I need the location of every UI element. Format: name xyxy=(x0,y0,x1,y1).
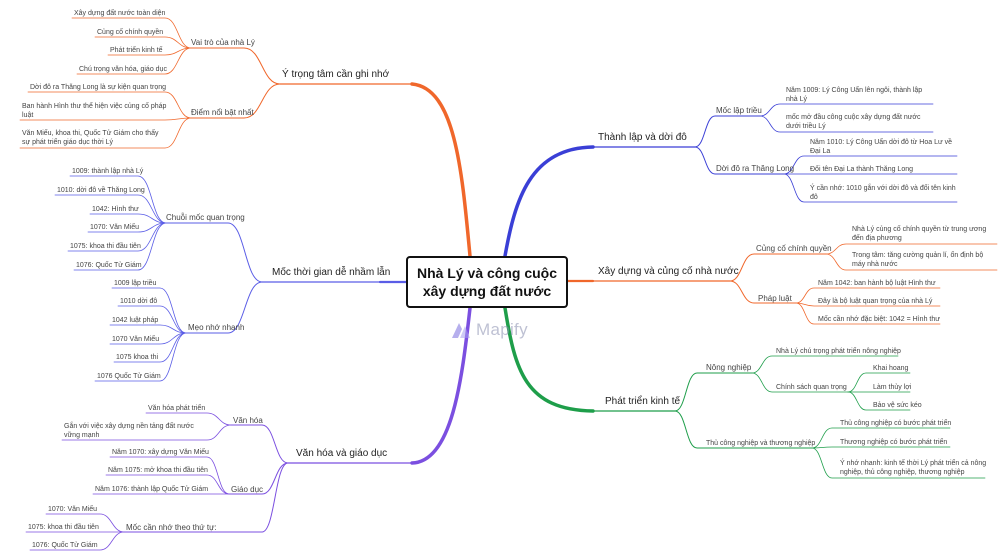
central-topic-line-2: xây dựng đất nước xyxy=(422,283,552,299)
leaf-label[interactable]: Năm 1076: thành lập Quốc Tử Giám xyxy=(95,486,209,493)
leaf-label[interactable]: Năm 1075: mở khoa thi đầu tiên xyxy=(108,467,208,474)
leaf-label[interactable]: 1070 Văn Miếu xyxy=(112,336,160,343)
leaf-label[interactable]: 1042: Hình thư xyxy=(92,206,139,213)
branch-label-founding-capital[interactable]: Thành lập và dời đô xyxy=(598,132,687,143)
mapify-watermark: Mapify xyxy=(450,320,528,340)
leaf-label[interactable]: Xây dựng đất nước toàn diện xyxy=(74,10,166,17)
subtopic-label[interactable]: Củng cố chính quyền xyxy=(756,244,832,253)
central-topic-line-1: Nhà Lý và công cuộc xyxy=(416,265,558,281)
subtopic-label[interactable]: Dời đô ra Thăng Long xyxy=(716,164,795,173)
mapify-logo-icon xyxy=(452,323,470,338)
branch-label-state-building[interactable]: Xây dựng và củng cố nhà nước xyxy=(598,266,739,277)
leaf-label[interactable]: 1070: Văn Miếu xyxy=(90,224,140,231)
leaf-label[interactable]: Gắn với việc xây dựng nền tảng đất nước … xyxy=(64,423,194,439)
subtopic-label[interactable]: Nông nghiệp xyxy=(706,363,752,372)
leaf-label[interactable]: Dời đô ra Thăng Long là sự kiện quan trọ… xyxy=(30,84,167,91)
leaf-label[interactable]: 1076 Quốc Tử Giám xyxy=(97,373,161,380)
leaf-label[interactable]: Năm 1070: xây dựng Văn Miếu xyxy=(112,449,209,456)
leaf-label[interactable]: 1075: khoa thi đầu tiên xyxy=(28,524,99,531)
leaf-label[interactable]: Văn hóa phát triển xyxy=(148,405,206,412)
leaf-label[interactable]: 1042 luật pháp xyxy=(112,317,159,324)
branch-label-culture-education[interactable]: Văn hóa và giáo dục xyxy=(296,448,388,459)
branch-label-timeline[interactable]: Mốc thời gian dễ nhầm lẫn xyxy=(272,267,391,278)
subtopic-label[interactable]: Mốc cần nhớ theo thứ tự: xyxy=(126,523,217,532)
subtopic-label[interactable]: Mốc lập triều xyxy=(716,106,762,115)
leaf-label[interactable]: Khai hoang xyxy=(873,365,909,372)
leaf-label[interactable]: Làm thủy lợi xyxy=(873,384,912,391)
central-topic[interactable]: Nhà Lý và công cuộc xây dựng đất nước xyxy=(406,256,568,308)
subtopic-label[interactable]: Điểm nổi bật nhất xyxy=(191,108,254,117)
leaf-label[interactable]: Nhà Lý chú trọng phát triển nông nghiệp xyxy=(776,348,901,355)
leaf-label[interactable]: Bảo vệ sức kéo xyxy=(873,402,922,409)
leaf-label[interactable]: 1070: Văn Miếu xyxy=(48,506,98,513)
subtopic-label[interactable]: Thủ công nghiệp và thương nghiệp xyxy=(706,440,816,447)
subtopic-label[interactable]: Giáo dục xyxy=(231,485,264,494)
leaf-label[interactable]: Trong tâm: tăng cường quản lí, ổn định b… xyxy=(852,252,984,268)
branch-label-economy[interactable]: Phát triển kinh tế xyxy=(605,396,681,407)
leaf-label[interactable]: Phát triển kinh tế xyxy=(110,47,163,54)
leaf-label[interactable]: Thủ công nghiệp có bước phát triển xyxy=(840,420,952,427)
leaf-label[interactable]: 1076: Quốc Tử Giám xyxy=(76,262,142,269)
branch-label-key-points[interactable]: Ý trọng tâm cần ghi nhớ xyxy=(282,69,390,80)
leaf-label[interactable]: Năm 1009: Lý Công Uẩn lên ngôi, thành lậ… xyxy=(786,87,923,103)
leaf-label[interactable]: Thương nghiệp có bước phát triển xyxy=(840,439,948,446)
leaf-label[interactable]: 1075: khoa thi đầu tiên xyxy=(70,243,141,250)
subtopic-label[interactable]: Vai trò của nhà Lý xyxy=(191,38,255,47)
leaf-label[interactable]: Năm 1042: ban hành bộ luật Hình thư xyxy=(818,280,936,287)
subtopic-label[interactable]: Chính sách quan trọng xyxy=(776,384,847,391)
leaf-label[interactable]: Mốc cần nhớ đặc biệt: 1042 = Hình thư xyxy=(818,316,940,323)
leaf-label[interactable]: Củng cố chính quyền xyxy=(97,29,164,36)
leaf-label[interactable]: 1009: thành lập nhà Lý xyxy=(72,168,144,175)
leaf-label[interactable]: Chú trọng văn hóa, giáo dục xyxy=(79,66,167,73)
leaf-label[interactable]: Đổi tên Đại La thành Thăng Long xyxy=(810,166,914,173)
leaf-label[interactable]: mốc mở đầu công cuộc xây dựng đất nước d… xyxy=(786,114,921,130)
leaf-label[interactable]: 1010: dời đô về Thăng Long xyxy=(57,187,145,194)
subtopic-label[interactable]: Văn hóa xyxy=(233,416,263,425)
leaf-label[interactable]: Ý nhớ nhanh: kinh tế thời Lý phát triển … xyxy=(840,460,987,476)
leaf-label[interactable]: 1075 khoa thi xyxy=(116,354,159,361)
leaf-label[interactable]: 1009 lập triều xyxy=(114,280,157,287)
leaf-label[interactable]: Nhà Lý củng cố chính quyền từ trung ương… xyxy=(852,226,987,242)
leaf-label[interactable]: Đây là bộ luật quan trọng của nhà Lý xyxy=(818,298,933,305)
leaf-label[interactable]: Năm 1010: Lý Công Uẩn dời đô từ Hoa Lư v… xyxy=(810,139,952,155)
leaf-label[interactable]: 1076: Quốc Tử Giám xyxy=(32,542,98,549)
subtopic-label[interactable]: Pháp luật xyxy=(758,294,792,303)
leaf-label[interactable]: 1010 dời đô xyxy=(120,298,158,305)
leaf-label[interactable]: Ý cần nhớ: 1010 gắn với dời đô và đổi tê… xyxy=(810,185,956,201)
leaf-label[interactable]: Ban hành Hình thư thể hiện việc củng cố … xyxy=(22,103,167,119)
subtopic-label[interactable]: Chuỗi mốc quan trọng xyxy=(166,213,245,222)
mapify-wordmark: Mapify xyxy=(476,320,528,339)
leaf-label[interactable]: Văn Miếu, khoa thi, Quốc Tử Giám cho thấ… xyxy=(22,130,159,146)
subtopic-label[interactable]: Mẹo nhớ nhanh xyxy=(188,323,245,332)
